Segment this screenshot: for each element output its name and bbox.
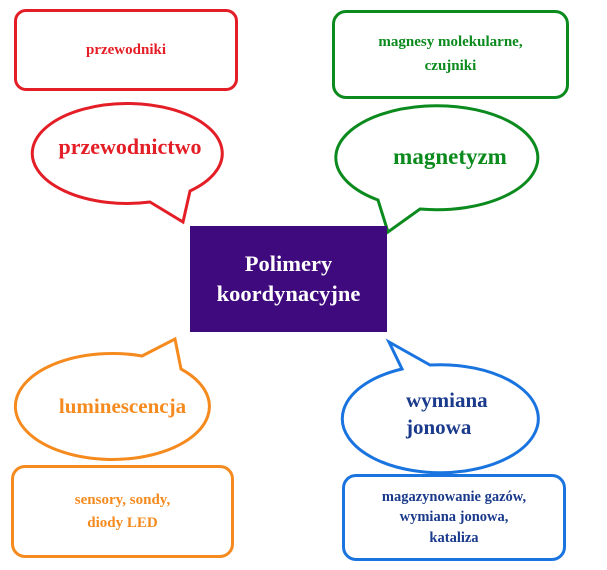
speech-bubble-luminescence [13, 336, 211, 461]
speech-bubble-ion-exchange [340, 338, 540, 475]
box-ion-exchange-line-2: wymiana jonowa, [399, 509, 509, 526]
box-conductivity-applications: przewodniki [14, 9, 238, 91]
center-topic-line-1: Polimery [244, 250, 333, 276]
bubble-label-ion-exchange-line-1: wymiana [406, 387, 488, 412]
box-magnetism-applications: magnesy molekularne, czujniki [332, 10, 569, 99]
bubble-label-conductivity: przewodnictwo [58, 134, 202, 159]
box-magnetism-line-1: magnesy molekularne, [378, 34, 523, 51]
box-ion-exchange-applications: magazynowanie gazów, wymiana jonowa, kat… [342, 474, 566, 561]
center-topic-box: Polimery koordynacyjne [190, 226, 387, 332]
box-luminescence-line-1: sensory, sondy, [74, 492, 171, 508]
center-topic-line-2: koordynacyjne [216, 281, 361, 306]
speech-bubble-conductivity [30, 101, 224, 225]
bubble-label-ion-exchange: wymiana jonowa [362, 373, 542, 455]
box-conductivity-text: przewodniki [85, 41, 166, 58]
bubble-label-magnetism: magnetyzm [393, 144, 507, 169]
bubble-label-luminescence: luminescencja [58, 393, 187, 418]
speech-bubble-magnetism [334, 104, 540, 235]
box-luminescence-line-2: diody LED [87, 514, 158, 531]
box-magnetism-line-2: czujniki [424, 57, 477, 74]
box-ion-exchange-line-3: kataliza [429, 529, 479, 546]
box-ion-exchange-line-1: magazynowanie gazów, [381, 489, 527, 506]
box-luminescence-applications: sensory, sondy, diody LED [11, 465, 234, 558]
bubble-label-ion-exchange-line-2: jonowa [406, 415, 472, 439]
